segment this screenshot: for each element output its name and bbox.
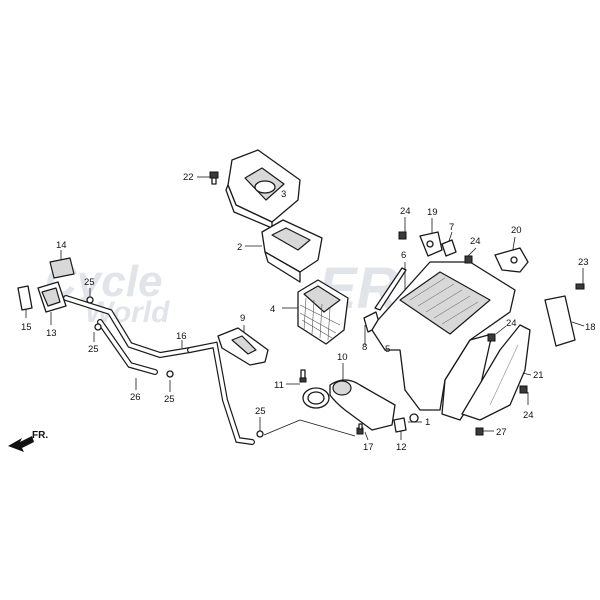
part-4-air-filter[interactable] [297,279,349,345]
ref-8: 8 [362,342,367,353]
part-17-screw[interactable] [356,423,364,435]
part-24-nut-a[interactable] [398,231,407,240]
part-14-holder[interactable] [49,257,75,279]
part-24-nut-c[interactable] [487,333,496,342]
part-25-clamp-c[interactable] [166,370,174,378]
front-direction-arrow: FR. [8,430,48,452]
watermark: Cycle World ER [45,256,399,329]
ref-22: 22 [183,172,194,183]
ref-6: 6 [401,250,406,261]
part-15-plate[interactable] [17,285,33,311]
ref-20: 20 [511,225,522,236]
part-12-clip[interactable] [393,417,407,433]
ref-13: 13 [46,328,57,339]
ref-25b: 25 [88,344,99,355]
ref-14: 14 [56,240,67,251]
part-1-grommet[interactable] [409,413,419,423]
part-24-nut-b[interactable] [464,255,473,264]
part-26-hose[interactable] [63,295,193,375]
ref-7: 7 [449,222,454,233]
part-21-side-panel[interactable] [461,324,531,421]
ref-23: 23 [578,257,589,268]
part-27-bolt[interactable] [475,427,484,436]
part-25-clamp-d[interactable] [256,430,264,438]
ref-4: 4 [270,304,275,315]
ref-18: 18 [585,322,596,333]
ref-25d: 25 [255,406,266,417]
ref-25c: 25 [164,394,175,405]
ref-17: 17 [363,442,374,453]
part-22-bolt[interactable] [209,171,219,185]
part-3-airbox-cover[interactable] [225,149,301,229]
ref-1: 1 [425,417,430,428]
reference-numbers: 22 3 2 4 9 10 11 8 5 6 24 19 7 24 20 23 … [21,172,596,453]
direction-label: FR. [32,430,48,441]
ref-15: 15 [21,322,32,333]
part-19-bracket[interactable] [419,231,443,257]
ref-5: 5 [385,344,390,355]
ref-21: 21 [533,370,544,381]
ref-19: 19 [427,207,438,218]
ref-24d: 24 [523,410,534,421]
ref-3: 3 [281,189,286,200]
part-2-filter-frame[interactable] [261,219,323,283]
ref-24b: 24 [470,236,481,247]
ref-27: 27 [496,427,507,438]
ref-26: 26 [130,392,141,403]
ref-24a: 24 [400,206,411,217]
part-25-clamp-a[interactable] [86,296,94,304]
ref-24c: 24 [506,318,517,329]
ref-9: 9 [240,313,245,324]
part-24-nut-d[interactable] [519,385,528,394]
part-13-connector[interactable] [37,281,67,313]
ref-12: 12 [396,442,407,453]
part-11-bolt[interactable] [299,369,307,383]
ref-16: 16 [176,331,187,342]
ref-10: 10 [337,352,348,363]
part-6-strip[interactable] [374,267,407,311]
part-20-bracket[interactable] [494,247,529,273]
ref-2: 2 [237,242,242,253]
part-10-duct[interactable] [302,379,396,431]
part-7-clip[interactable] [441,239,457,257]
part-9-seal[interactable] [217,327,269,366]
part-23-bolt[interactable] [575,283,585,290]
ref-25a: 25 [84,277,95,288]
ref-11: 11 [274,380,284,391]
part-5-airbox[interactable] [371,261,516,421]
part-25-clamp-b[interactable] [94,323,102,331]
part-16-tube[interactable] [187,341,255,445]
part-18-cover[interactable] [544,295,576,347]
